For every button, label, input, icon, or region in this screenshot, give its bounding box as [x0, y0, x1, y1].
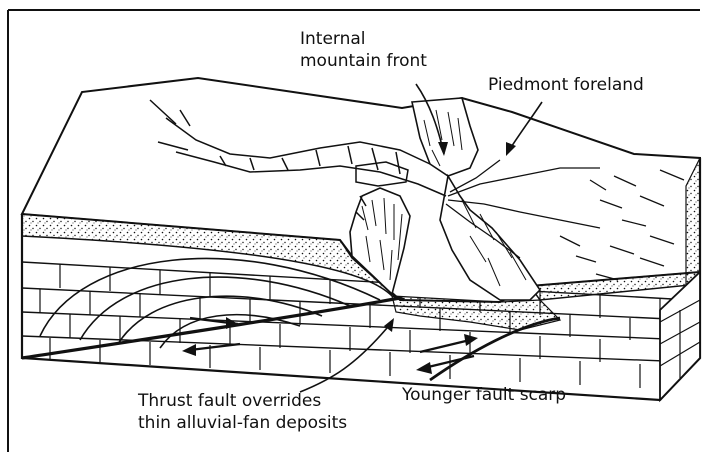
internal-mountain-front-label: Internal mountain front [300, 28, 427, 72]
thrust-label-line2: thin alluvial-fan deposits [138, 412, 347, 434]
internal-label-line2: mountain front [300, 50, 427, 72]
internal-label-line1: Internal [300, 28, 427, 50]
younger-fault-scarp-label: Younger fault scarp [402, 384, 566, 406]
piedmont-foreland-label: Piedmont foreland [488, 74, 644, 96]
thrust-label-line1: Thrust fault overrides [138, 390, 347, 412]
thrust-fault-label: Thrust fault overrides thin alluvial-fan… [138, 390, 347, 434]
